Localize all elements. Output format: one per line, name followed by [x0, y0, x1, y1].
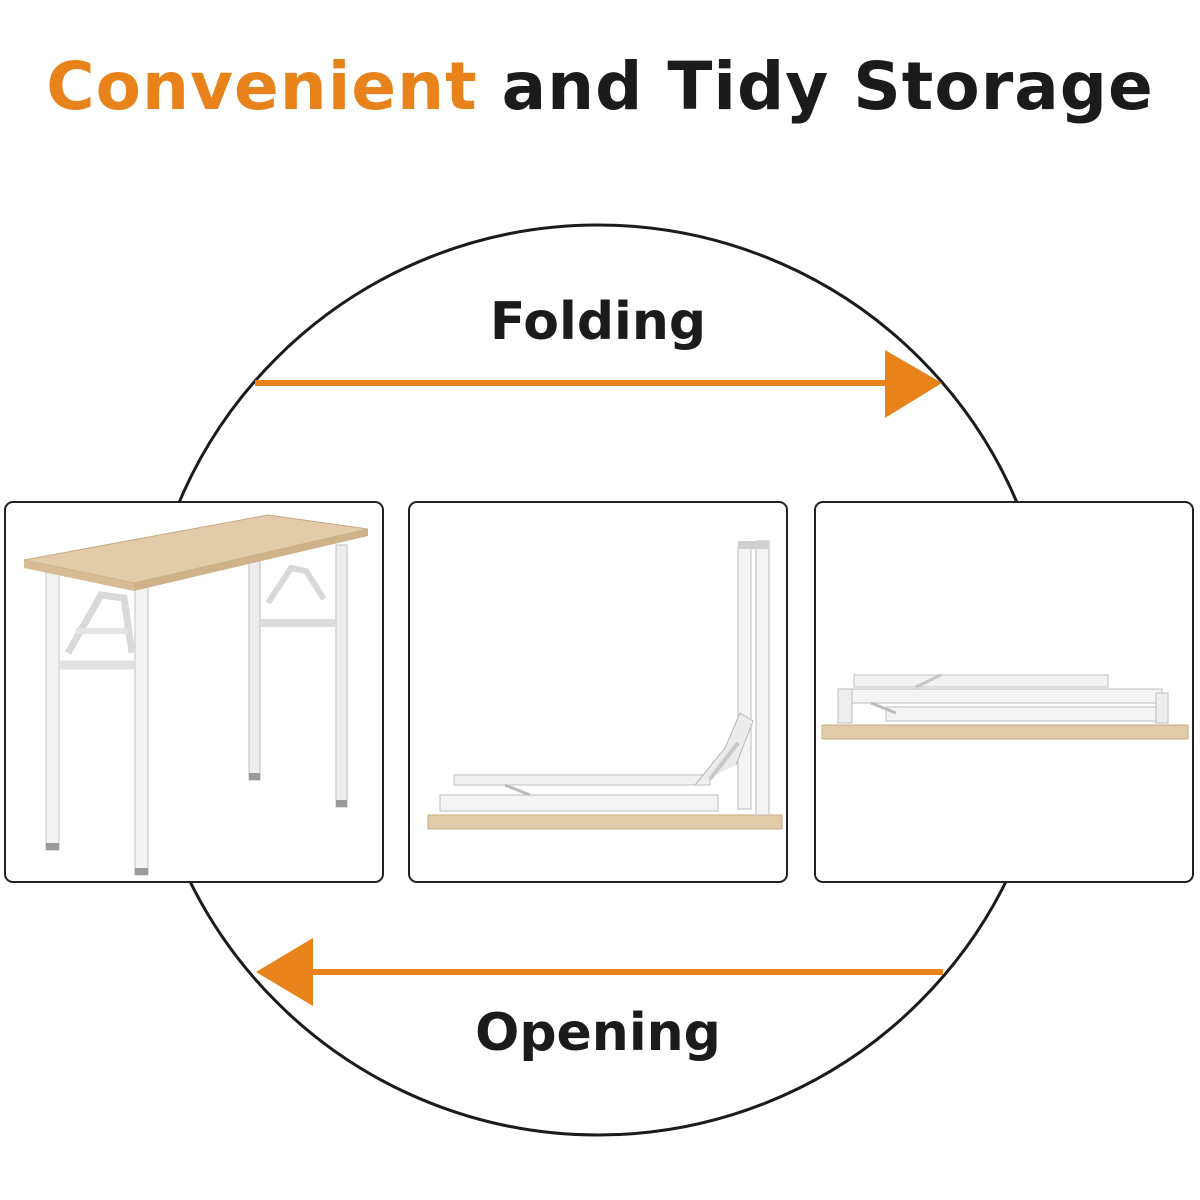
- folding-label: Folding: [489, 292, 707, 352]
- title-accent: Convenient: [46, 48, 478, 125]
- page-title: Convenient and Tidy Storage: [0, 48, 1200, 125]
- unfolded-table-image: [23, 514, 369, 876]
- half-folded-table-image: [427, 540, 783, 830]
- half-folded-table-panel: [408, 501, 788, 883]
- title-rest: and Tidy Storage: [501, 48, 1154, 125]
- unfolded-table-panel: [4, 501, 384, 883]
- opening-label: Opening: [475, 1003, 721, 1063]
- folding-arrow: [255, 350, 942, 418]
- folded-table-image: [821, 673, 1189, 740]
- folded-table-panel: [814, 501, 1194, 883]
- opening-arrow: [256, 938, 943, 1006]
